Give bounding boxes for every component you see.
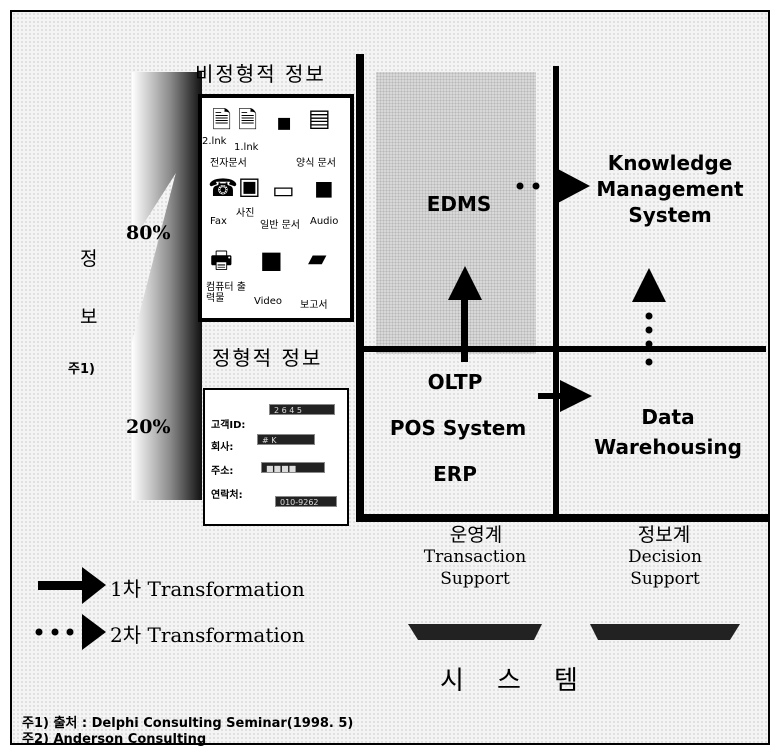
legend-dotted-arrow-head bbox=[82, 614, 106, 650]
doc-label-2lnk: 2.lnk bbox=[202, 136, 227, 147]
structured-percent: 20% bbox=[126, 416, 171, 438]
kms-line-3: System bbox=[628, 203, 712, 227]
photo-icon: ▣ bbox=[238, 172, 261, 200]
axis-vertical-bar bbox=[356, 54, 364, 522]
oltp-label: OLTP bbox=[427, 370, 483, 394]
kms-line-2: Management bbox=[596, 177, 744, 201]
floppy-disk-icon: ▪ bbox=[276, 108, 293, 136]
shortcut-icon: 🗎 bbox=[238, 106, 258, 134]
transaction-eng-label: Transaction Support bbox=[400, 546, 550, 590]
footnote-1: 주1) 출처 : Delphi Consulting Seminar(1998.… bbox=[22, 716, 354, 731]
form-label-contact: 연락처: bbox=[211, 490, 243, 501]
legend-solid-arrow-head bbox=[82, 567, 106, 604]
unstructured-docs-box: 🗎 2.lnk 🗎 1.lnk ▪ ▤ 전자문서 양식 문서 ☎ ▣ ▭ ◼ F… bbox=[198, 94, 354, 322]
decision-eng-label: Decision Support bbox=[590, 546, 740, 590]
unstructured-percent: 80% bbox=[126, 222, 171, 244]
doc-label-video: Video bbox=[254, 296, 283, 307]
info-vertical-label-2: 보 bbox=[80, 306, 98, 328]
doc-label-report: 보고서 bbox=[300, 300, 328, 311]
divider-vertical bbox=[553, 66, 559, 516]
note-marker: 주1) bbox=[68, 362, 95, 377]
dw-label: Data Warehousing bbox=[570, 402, 766, 462]
info-wedge bbox=[132, 72, 202, 500]
form-value-address: ■■■■ bbox=[261, 462, 325, 473]
doc-label-1lnk: 1.lnk bbox=[234, 142, 259, 153]
printer-icon: 🖶 bbox=[210, 246, 233, 274]
decision-line-1: Decision bbox=[628, 547, 702, 567]
doc-label-electronic: 전자문서 bbox=[210, 158, 247, 169]
doc-label-printout: 컴퓨터 출력물 bbox=[206, 282, 246, 304]
decision-line-2: Support bbox=[630, 569, 700, 589]
decision-bracket bbox=[590, 624, 740, 640]
doc-label-fax: Fax bbox=[210, 216, 227, 227]
doc-label-audio: Audio bbox=[310, 216, 339, 227]
form-label-company: 회사: bbox=[211, 442, 234, 453]
transaction-line-2: Support bbox=[440, 569, 510, 589]
structured-info-label: 정형적 정보 bbox=[212, 346, 323, 370]
kms-label: Knowledge Management System bbox=[580, 150, 760, 228]
form-value-contact: 010-9262 bbox=[275, 496, 337, 507]
info-vertical-label-1: 정 bbox=[80, 248, 98, 270]
dotted-arrow-right-dot bbox=[516, 182, 524, 190]
transaction-line-1: Transaction bbox=[423, 547, 527, 567]
report-stack-icon: ▰ bbox=[308, 244, 327, 272]
structured-form-box: 고객ID: 2 6 4 5 회사: # K 주소: ■■■■ 연락처: 010-… bbox=[203, 388, 349, 526]
doc-label-photo: 사진 bbox=[236, 208, 255, 219]
solid-arrow-up-head bbox=[448, 266, 482, 300]
unstructured-info-label: 비정형적 정보 bbox=[195, 62, 326, 86]
dotted-arrow-up-dot bbox=[645, 312, 653, 320]
video-camera-icon: ■ bbox=[260, 246, 283, 274]
system-axis-label: 시 스 템 bbox=[440, 666, 578, 696]
dotted-arrow-right-head bbox=[556, 168, 590, 204]
dw-line-2: Warehousing bbox=[594, 435, 742, 459]
legend-dotted-arrow-dot bbox=[35, 628, 43, 636]
legend-solid-arrow-shaft bbox=[38, 581, 86, 590]
kms-line-1: Knowledge bbox=[607, 151, 733, 175]
legend-dotted-label: 2차 Transformation bbox=[110, 623, 305, 647]
solid-arrow-right-shaft bbox=[538, 393, 564, 399]
erp-label: ERP bbox=[433, 462, 477, 486]
decision-kor-label: 정보계 bbox=[637, 524, 691, 546]
axis-horizontal-bar bbox=[356, 514, 770, 522]
form-value-customer-id: 2 6 4 5 bbox=[269, 404, 335, 415]
dw-line-1: Data bbox=[641, 405, 695, 429]
paper-icon: ▭ bbox=[272, 176, 295, 204]
transaction-kor-label: 운영계 bbox=[449, 524, 503, 546]
form-value-company: # K bbox=[257, 434, 315, 445]
form-label-address: 주소: bbox=[211, 466, 234, 477]
transaction-bracket bbox=[408, 624, 542, 640]
footnote-2: 주2) Anderson Consulting bbox=[22, 732, 207, 747]
shortcut-icon: 🗎 bbox=[212, 106, 232, 134]
dotted-arrow-up-dot bbox=[645, 326, 653, 334]
legend-solid-label: 1차 Transformation bbox=[110, 577, 305, 601]
legend-dotted-arrow-dot bbox=[66, 628, 74, 636]
edms-label: EDMS bbox=[426, 192, 492, 216]
doc-label-general: 일반 문서 bbox=[260, 220, 300, 231]
solid-arrow-right-head bbox=[560, 380, 592, 412]
form-document-icon: ▤ bbox=[308, 104, 331, 132]
dotted-arrow-up-dot bbox=[645, 358, 653, 366]
dotted-arrow-up-head bbox=[632, 268, 666, 302]
audio-icon: ◼ bbox=[314, 174, 334, 202]
pos-label: POS System bbox=[389, 416, 527, 440]
dotted-arrow-up-dot bbox=[645, 340, 653, 348]
doc-label-form: 양식 문서 bbox=[296, 158, 336, 169]
solid-arrow-up-shaft bbox=[461, 296, 468, 362]
legend-dotted-arrow-dot bbox=[51, 628, 59, 636]
dotted-arrow-right-dot bbox=[532, 182, 540, 190]
fax-icon: ☎ bbox=[208, 174, 238, 202]
edms-region bbox=[376, 72, 536, 354]
form-label-customer-id: 고객ID: bbox=[211, 420, 246, 431]
divider-horizontal bbox=[364, 346, 766, 352]
